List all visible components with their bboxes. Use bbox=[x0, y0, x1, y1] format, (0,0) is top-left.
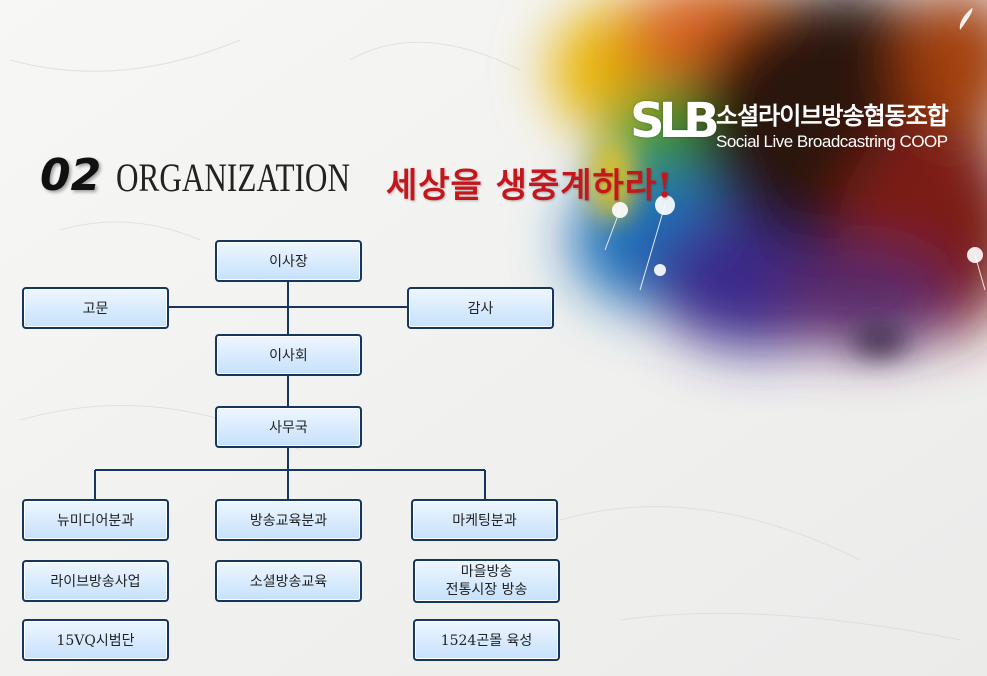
logo-korean-name: 소셜라이브방송협동조합 bbox=[716, 102, 949, 130]
secretariat-box: 사무국 bbox=[215, 406, 362, 448]
marketing-item-line: 마을방송 bbox=[460, 564, 513, 580]
auditor-box: 감사 bbox=[407, 287, 554, 329]
section-title: ORGANIZATION bbox=[116, 155, 350, 200]
board-box: 이사회 bbox=[215, 334, 362, 376]
logo-mark: SLB bbox=[630, 93, 720, 149]
advisor-box: 고문 bbox=[22, 287, 169, 329]
division-education-box: 방송교육분과 bbox=[215, 499, 362, 541]
marketing-item-village-market: 마을방송 전통시장 방송 bbox=[413, 559, 560, 603]
brand-logo: SLB 소셜라이브방송협동조합 Social Live Broadcastrin… bbox=[630, 92, 970, 162]
division-newmedia-box: 뉴미디어분과 bbox=[22, 499, 169, 541]
newmedia-item-15vq: 15VQ시범단 bbox=[22, 619, 169, 661]
education-item-social-broadcast: 소셜방송교육 bbox=[215, 560, 362, 602]
section-number: 02 bbox=[40, 150, 102, 201]
marketing-item-line: 전통시장 방송 bbox=[445, 582, 528, 598]
division-marketing-box: 마케팅분과 bbox=[411, 499, 558, 541]
logo-english-name: Social Live Broadcastring COOP bbox=[716, 132, 948, 151]
slogan: 세상을 생중계하라! bbox=[386, 166, 674, 206]
marketing-item-1524: 1524곤몰 육성 bbox=[413, 619, 560, 661]
newmedia-item-live-broadcast: 라이브방송사업 bbox=[22, 560, 169, 602]
chairman-box: 이사장 bbox=[215, 240, 362, 282]
